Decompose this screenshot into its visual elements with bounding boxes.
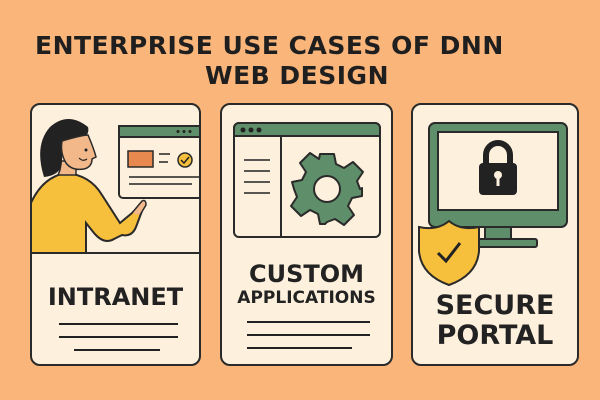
card-label-portal: PORTAL xyxy=(436,320,554,351)
gear-icon xyxy=(290,152,364,226)
person-icon xyxy=(32,119,147,254)
shield-check-icon xyxy=(418,219,480,287)
lock-icon xyxy=(479,140,517,195)
card-intranet: INTRANET xyxy=(30,103,201,366)
card-label-intranet: INTRANET xyxy=(47,283,184,311)
description-lines xyxy=(247,321,370,349)
card-custom-applications: CUSTOM APPLICATIONS xyxy=(220,103,393,366)
card-label-applications: APPLICATIONS xyxy=(237,288,376,308)
card-label-custom: CUSTOM xyxy=(248,260,365,288)
intranet-illustration xyxy=(32,119,199,351)
secure-portal-illustration xyxy=(418,122,568,287)
custom-applications-illustration xyxy=(233,122,381,349)
description-lines xyxy=(59,323,178,351)
page-title-line2: WEB DESIGN xyxy=(205,61,389,90)
browser-window-icon xyxy=(118,125,199,199)
page-title-line1: ENTERPRISE USE CASES OF DNN xyxy=(35,31,504,60)
card-secure-portal: SECURE PORTAL xyxy=(411,103,579,366)
card-label-secure: SECURE xyxy=(435,290,555,321)
